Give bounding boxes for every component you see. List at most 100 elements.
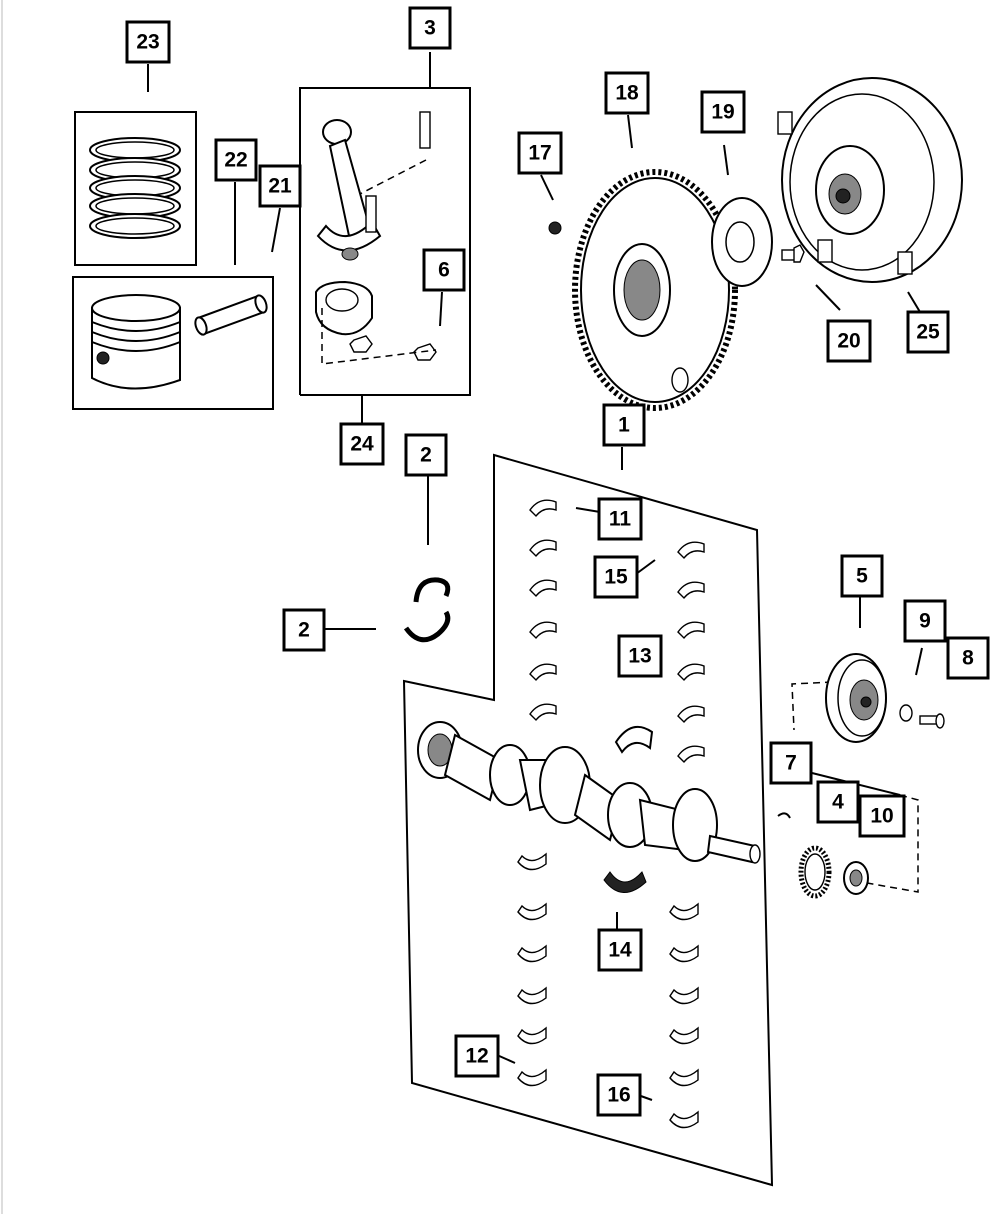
callout-12: 12 [454,1034,500,1078]
callout-16-label: 16 [607,1084,630,1107]
flywheel-icon [572,169,738,411]
leader-20 [815,284,841,311]
callout-8-label: 8 [962,647,974,670]
rod-cap-icon [315,280,373,336]
callout-7: 7 [769,741,813,785]
vibration-damper-icon [825,653,887,743]
flywheel-bolt-icon [548,221,562,235]
callout-13: 13 [617,634,663,678]
callout-9-label: 9 [919,610,931,633]
damper-washer-icon [899,704,913,722]
callout-15-label: 15 [604,566,628,589]
piston-ring-set-group [74,64,197,266]
leader-18 [627,114,633,149]
callout-11: 11 [597,497,643,541]
upper-main-bearing-right-column [677,541,705,764]
damper-bolt-icon [919,713,945,729]
lower-main-bearing-right-column [669,902,699,1129]
callout-13-label: 13 [628,645,651,668]
crankshaft-panel-outline [402,453,774,1187]
callout-14: 14 [597,928,643,972]
crank-sprocket-icon [798,845,832,899]
callout-24: 24 [339,422,385,466]
piston-assembly-group [72,182,281,410]
callout-3-label: 3 [424,17,436,40]
callout-18-label: 18 [615,82,639,105]
callout-3: 3 [408,6,452,50]
callout-2-top-label: 2 [420,444,432,467]
callout-1-label: 1 [618,414,630,437]
callout-10-label: 10 [870,805,893,828]
damper-dash-left [791,681,833,731]
callout-23: 23 [125,20,171,64]
callout-17: 17 [517,131,563,175]
damper-group [777,595,945,899]
callout-6: 6 [422,248,466,292]
callout-18: 18 [604,71,650,115]
crank-key-icon [777,812,791,819]
piston-rings-icon [89,137,181,239]
connecting-rod-group [299,52,471,426]
callout-21-label: 21 [268,175,292,198]
callout-8: 8 [946,636,990,680]
callout-2-left-label: 2 [298,619,310,642]
leader-9 [915,647,923,676]
callout-17-label: 17 [528,142,551,165]
leader-12 [496,1054,516,1064]
callout-12-label: 12 [465,1045,488,1068]
callout-22: 22 [214,138,258,182]
crankshaft-panel-group [402,447,774,1187]
callout-10: 10 [858,794,906,838]
leader-25 [907,291,921,313]
piston-pin-icon [194,294,268,336]
torque-converter-group [777,77,963,313]
callout-4-label: 4 [832,791,844,814]
thrust-washer-group [324,476,451,643]
callout-5: 5 [840,554,884,598]
callout-25-label: 25 [916,321,940,344]
callout-7-label: 7 [785,752,797,775]
thrust-washer-icon [403,577,451,643]
callout-23-label: 23 [136,31,159,54]
callout-22-label: 22 [224,149,247,172]
callout-6-label: 6 [438,259,450,282]
damper-dash-right [849,794,919,893]
callout-15: 15 [593,555,639,599]
leader-19 [723,144,729,176]
callout-2-top: 2 [404,433,448,477]
leader-17 [540,174,554,201]
adapter-plate-group [711,144,805,287]
adapter-bolt-icon [781,244,805,263]
piston-icon [91,294,181,390]
callout-24-label: 24 [350,433,374,456]
callout-4: 4 [816,780,860,824]
leader-21 [271,207,281,253]
callout-20: 20 [826,319,872,363]
nut-dash-line [321,308,437,365]
callout-16: 16 [596,1073,642,1117]
leader-15 [635,559,656,575]
callout-11-label: 11 [609,508,632,531]
callout-20-label: 20 [837,330,860,353]
leader-6 [439,291,443,327]
connecting-rod-icon [316,119,382,261]
callout-1: 1 [602,403,646,447]
lower-main-bearing-left-column [517,852,547,1087]
callout-25: 25 [906,310,950,354]
callout-2-left: 2 [282,608,326,652]
upper-main-bearing-left-column [529,499,557,722]
callout-19: 19 [700,90,746,134]
rod-bolt-icon [365,111,431,233]
bolt-dash-line [359,159,427,195]
adapter-plate-icon [711,197,773,287]
piston-ring-set-frame [74,111,197,266]
thrust-bearing-lower-icon [603,871,647,893]
callout-19-label: 19 [711,101,734,124]
oil-slinger-icon [843,861,869,895]
torque-converter-icon [777,77,963,283]
callout-14-label: 14 [608,939,632,962]
rod-nut-icon [349,335,437,361]
piston-frame [72,276,274,410]
flywheel-group [540,114,738,411]
